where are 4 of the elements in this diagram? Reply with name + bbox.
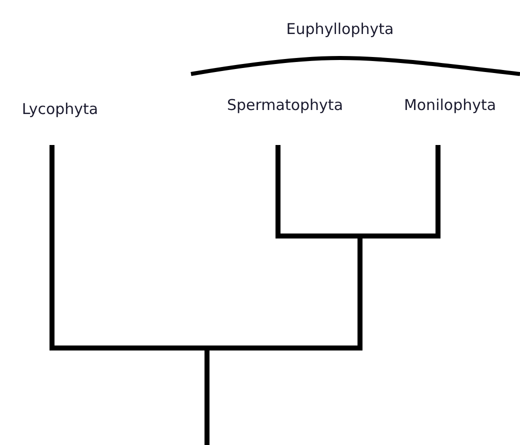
taxon-label: Lycophyta [22, 100, 98, 118]
taxon-label: Euphyllophyta [286, 20, 394, 38]
taxon-label: Spermatophyta [227, 96, 343, 114]
taxon-label: Monilophyta [404, 96, 496, 114]
